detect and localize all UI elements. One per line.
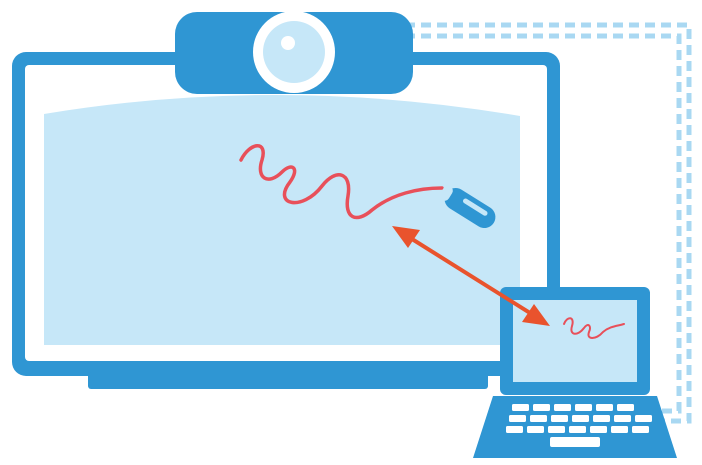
webcam-icon [175, 11, 413, 94]
laptop-icon [473, 287, 677, 458]
